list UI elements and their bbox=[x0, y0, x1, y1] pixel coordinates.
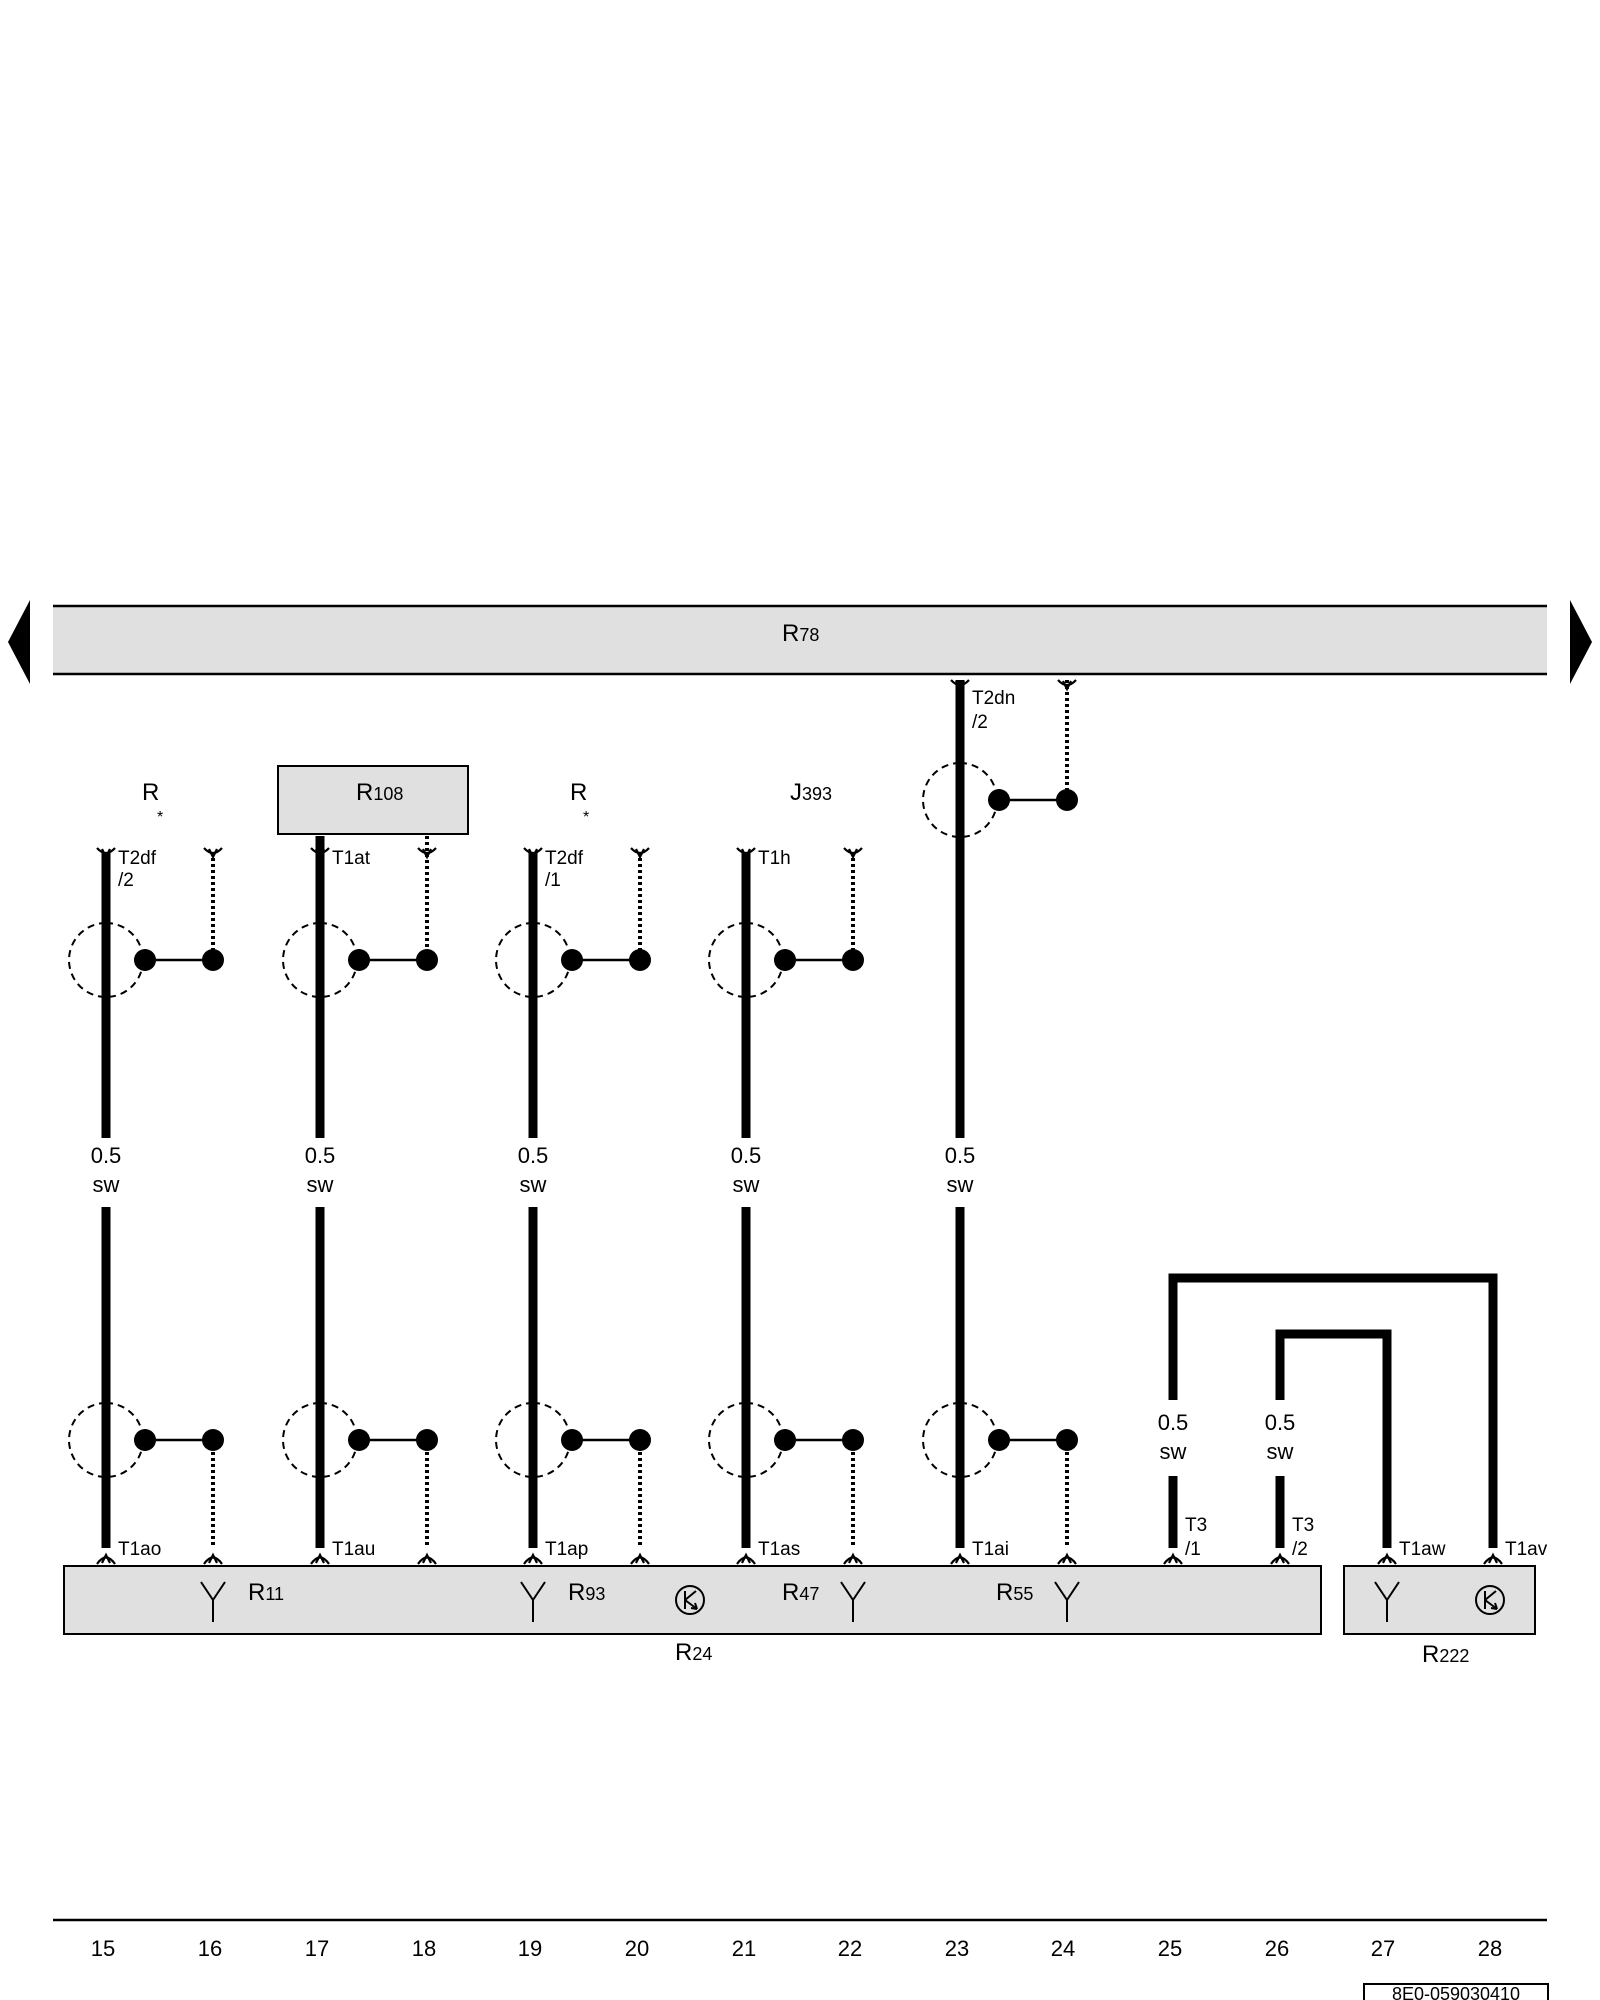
wire-size-3: 0.5 bbox=[518, 1143, 549, 1168]
component-mark-3: * bbox=[583, 809, 589, 826]
connector-top-5: T2dn bbox=[972, 688, 1015, 709]
connector-bottom-1: T1ao bbox=[118, 1539, 161, 1560]
component-label-3: R bbox=[570, 779, 587, 806]
connector-bottom-7: T3 bbox=[1292, 1515, 1314, 1536]
connector-bottom-5: T1ai bbox=[972, 1539, 1009, 1560]
doc-id: 8E0-059030410 bbox=[1392, 1984, 1520, 2000]
lower-wire-group-5 bbox=[922, 1207, 1078, 1566]
connector-bottom-4: T1as bbox=[758, 1539, 800, 1560]
connector-top-4: T1h bbox=[758, 848, 791, 869]
inner-label-2: R93 bbox=[568, 1579, 605, 1606]
component-mark-1: * bbox=[157, 809, 163, 826]
wire-color-6: sw bbox=[1160, 1439, 1187, 1464]
wire-size-2: 0.5 bbox=[305, 1143, 336, 1168]
loop-wires bbox=[1162, 1273, 1504, 1566]
top-wire-group-3 bbox=[495, 846, 651, 1138]
wire-labels: 0.5 sw 0.5 sw 0.5 sw 0.5 sw 0.5 sw 0.5 s… bbox=[91, 1143, 1296, 1464]
lower-wire-group-3 bbox=[495, 1207, 651, 1566]
column-number: 21 bbox=[732, 1936, 756, 1961]
component-box-r222 bbox=[1343, 1565, 1536, 1635]
connector-bottom-9: T1av bbox=[1505, 1539, 1548, 1560]
connector-bottom-7-pin: /2 bbox=[1292, 1539, 1308, 1560]
top-wire-group-1 bbox=[68, 846, 224, 1138]
bottom-box-label-1: R24 bbox=[675, 1639, 712, 1666]
wire-color-1: sw bbox=[93, 1172, 120, 1197]
column-number: 16 bbox=[198, 1936, 222, 1961]
connector-bottom-3: T1ap bbox=[545, 1539, 588, 1560]
component-label-1: R bbox=[142, 779, 159, 806]
header-bus-bar: R78 bbox=[53, 604, 1547, 676]
wire-size-1: 0.5 bbox=[91, 1143, 122, 1168]
column-number: 26 bbox=[1265, 1936, 1289, 1961]
column-number: 28 bbox=[1478, 1936, 1502, 1961]
top-wire-group-4 bbox=[708, 846, 864, 1138]
connector-top-2: T1at bbox=[332, 848, 371, 869]
column-number: 23 bbox=[945, 1936, 969, 1961]
component-box-r24 bbox=[63, 1565, 1322, 1635]
wire-color-5: sw bbox=[947, 1172, 974, 1197]
connector-bottom-8: T1aw bbox=[1399, 1539, 1446, 1560]
column-number: 17 bbox=[305, 1936, 329, 1961]
header-bar-label: R78 bbox=[782, 620, 819, 647]
column-numbers: 15 16 17 18 19 20 21 22 23 24 25 26 27 2… bbox=[91, 1936, 1502, 1961]
component-box-r108 bbox=[277, 765, 469, 835]
lower-wire-group-1 bbox=[68, 1207, 224, 1566]
inner-label-4: R55 bbox=[996, 1579, 1033, 1606]
arrow-left-icon[interactable] bbox=[8, 600, 30, 684]
inner-label-1: R11 bbox=[248, 1579, 284, 1606]
arrow-right-icon[interactable] bbox=[1570, 600, 1592, 684]
component-label-4: J393 bbox=[790, 779, 832, 806]
wire-size-5: 0.5 bbox=[945, 1143, 976, 1168]
column-number: 27 bbox=[1371, 1936, 1395, 1961]
inner-label-3: R47 bbox=[782, 1579, 819, 1606]
top-wire-group-5 bbox=[922, 678, 1078, 1138]
wire-color-2: sw bbox=[307, 1172, 334, 1197]
column-number: 19 bbox=[518, 1936, 542, 1961]
connector-top-1: T2df bbox=[118, 848, 157, 869]
component-label-2: R108 bbox=[356, 779, 403, 806]
connector-top-3: T2df bbox=[545, 848, 584, 869]
column-number: 15 bbox=[91, 1936, 115, 1961]
column-number: 24 bbox=[1051, 1936, 1075, 1961]
connector-top-5-pin: /2 bbox=[972, 712, 988, 733]
wire-color-3: sw bbox=[520, 1172, 547, 1197]
wire-size-6: 0.5 bbox=[1158, 1410, 1189, 1435]
connector-top-1-pin: /2 bbox=[118, 870, 134, 891]
wire-color-7: sw bbox=[1267, 1439, 1294, 1464]
top-wire-group-2 bbox=[282, 836, 438, 1138]
wire-size-4: 0.5 bbox=[731, 1143, 762, 1168]
connector-bottom-6-pin: /1 bbox=[1185, 1539, 1201, 1560]
column-number: 20 bbox=[625, 1936, 649, 1961]
connector-top-3-pin: /1 bbox=[545, 870, 561, 891]
lower-wire-group-4 bbox=[708, 1207, 864, 1566]
connector-bottom-6: T3 bbox=[1185, 1515, 1207, 1536]
connector-bottom-2: T1au bbox=[332, 1539, 375, 1560]
column-number: 25 bbox=[1158, 1936, 1182, 1961]
lower-wire-group-2 bbox=[282, 1207, 438, 1566]
bottom-box-label-2: R222 bbox=[1422, 1641, 1469, 1668]
column-number: 18 bbox=[412, 1936, 436, 1961]
doc-id-box bbox=[1363, 1983, 1549, 2000]
wire-color-4: sw bbox=[733, 1172, 760, 1197]
wire-size-7: 0.5 bbox=[1265, 1410, 1296, 1435]
column-number: 22 bbox=[838, 1936, 862, 1961]
